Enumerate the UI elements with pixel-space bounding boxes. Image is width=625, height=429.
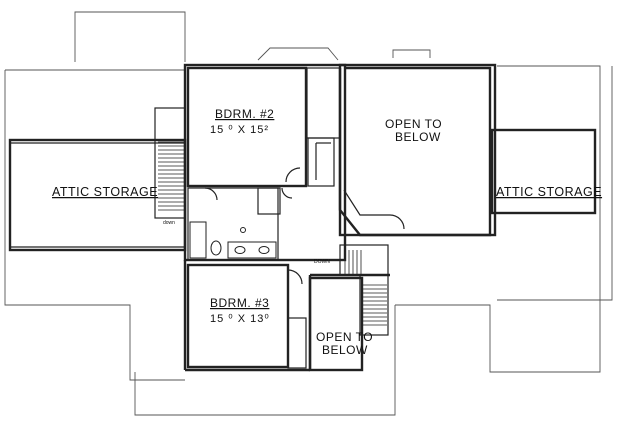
attic-storage-left: ATTIC STORAGE <box>8 138 187 252</box>
open-small-line2: BELOW <box>322 343 368 357</box>
bedroom-3: BDRM. #3 15 ⁰ X 13⁰ <box>186 263 307 369</box>
sink-right <box>258 246 270 254</box>
stair-left: down <box>154 107 186 226</box>
open-small-line1: OPEN TO <box>316 330 373 344</box>
door-swings <box>204 167 405 285</box>
bedroom-2-size: 15 ⁰ X 15² <box>210 124 269 136</box>
attic-storage-right: ATTIC STORAGE <box>490 128 602 215</box>
open-to-below-small: OPEN TO BELOW <box>308 276 373 372</box>
stair-left-label: down <box>163 220 175 226</box>
toilet <box>210 240 222 256</box>
bathtub <box>189 221 207 259</box>
open-main-line2: BELOW <box>395 130 441 144</box>
attic-storage-right-label: ATTIC STORAGE <box>496 185 602 199</box>
vanity <box>227 241 277 259</box>
bedroom-3-name: BDRM. #3 <box>210 296 269 310</box>
bedroom-2-name: BDRM. #2 <box>215 107 274 121</box>
stair-center-label: DOWN <box>314 259 330 265</box>
bedroom-3-size: 15 ⁰ X 13⁰ <box>210 313 270 325</box>
stair-center: DOWN <box>314 244 389 336</box>
sink-left <box>234 246 246 254</box>
attic-storage-left-label: ATTIC STORAGE <box>52 185 158 199</box>
open-to-below-main: OPEN TO BELOW <box>338 66 492 237</box>
roof-outline <box>4 11 613 416</box>
open-main-line1: OPEN TO <box>385 117 442 131</box>
bedroom-2: BDRM. #2 15 ⁰ X 15² <box>186 66 308 188</box>
bathroom <box>187 187 281 261</box>
closets-upper <box>306 67 341 187</box>
fixture-circle <box>240 227 246 233</box>
